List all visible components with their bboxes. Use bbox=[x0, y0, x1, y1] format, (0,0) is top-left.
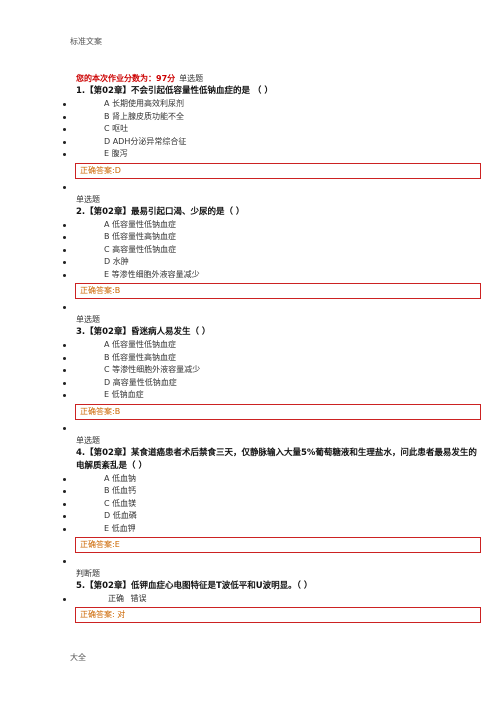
option-list: A 低容量性低钠血症 B 低容量性高钠血症 C 等渗性细胞外液容量减少 D 高容… bbox=[60, 339, 485, 402]
option-b[interactable]: B 低血钙 bbox=[60, 485, 485, 498]
option-b[interactable]: B 低容量性高钠血症 bbox=[60, 231, 485, 244]
page-footer: 大全 bbox=[70, 653, 86, 662]
page-header: 标准文案 bbox=[70, 37, 102, 46]
bullet-icon bbox=[63, 490, 66, 493]
list-separator bbox=[60, 183, 485, 193]
option-d[interactable]: D ADH分泌异常综合征 bbox=[60, 136, 485, 149]
option-list: A 长期使用高效利尿剂 B 肾上腺皮质功能不全 C 呕吐 D ADH分泌异常综合… bbox=[60, 98, 485, 161]
score-text: 您的本次作业分数为：97分 bbox=[76, 74, 176, 83]
answer-row: 正确答案:B bbox=[60, 281, 485, 303]
question-title: 4.【第02章】某食道癌患者术后禁食三天，仅静脉输入大量5%葡萄糖液和生理盐水，… bbox=[76, 447, 477, 471]
correct-answer-box: 正确答案:B bbox=[75, 283, 481, 299]
option-e[interactable]: E 低钠血症 bbox=[60, 389, 485, 402]
bullet-icon bbox=[63, 344, 66, 347]
question-title: 1.【第02章】不会引起低容量性低钠血症的是 （ ） bbox=[76, 86, 273, 96]
bullet-icon bbox=[63, 273, 66, 277]
bullet-icon bbox=[63, 140, 66, 144]
bullet-icon bbox=[63, 502, 66, 506]
bullet-icon bbox=[63, 598, 66, 601]
correct-answer-box: 正确答案:E bbox=[75, 537, 481, 553]
option-true[interactable]: 正确 bbox=[108, 594, 124, 603]
option-a[interactable]: A 低血钠 bbox=[60, 473, 485, 486]
bullet-icon bbox=[63, 560, 66, 563]
answer-row: 正确答案:B bbox=[60, 402, 485, 424]
answer-row: 正确答案:E bbox=[60, 535, 485, 557]
homework-content: 您的本次作业分数为：97分单选题 1.【第02章】不会引起低容量性低钠血症的是 … bbox=[60, 73, 485, 627]
question-type: 单选题 bbox=[76, 194, 100, 204]
bullet-icon bbox=[63, 356, 66, 360]
question-title: 2.【第02章】最易引起口渴、少尿的是（ ） bbox=[76, 206, 245, 217]
bullet-icon bbox=[63, 153, 66, 156]
question-type: 判断题 bbox=[76, 569, 100, 578]
option-list: A 低容量性低钠血症 B 低容量性高钠血症 C 高容量性低钠血症 D 水肿 E … bbox=[60, 219, 485, 282]
bullet-icon bbox=[63, 306, 66, 309]
option-e[interactable]: E 等渗性细胞外液容量减少 bbox=[60, 269, 485, 282]
correct-answer-box: 正确答案:B bbox=[75, 403, 481, 420]
option-a[interactable]: A 低容量性低钠血症 bbox=[60, 219, 485, 232]
option-false[interactable]: 错误 bbox=[130, 594, 147, 603]
bullet-icon bbox=[63, 369, 66, 372]
answer-row: 正确答案:D bbox=[60, 161, 485, 183]
bullet-icon bbox=[63, 236, 66, 239]
question-type: 单选题 bbox=[76, 435, 100, 445]
correct-answer-box: 正确答案:D bbox=[75, 162, 481, 179]
bullet-icon bbox=[63, 426, 66, 430]
option-c[interactable]: C 高容量性低钠血症 bbox=[60, 244, 485, 257]
bullet-icon bbox=[63, 527, 66, 531]
bullet-icon bbox=[63, 261, 66, 264]
option-d[interactable]: D 水肿 bbox=[60, 256, 485, 269]
bullet-icon bbox=[63, 477, 66, 481]
option-d[interactable]: D 低血磷 bbox=[60, 510, 485, 523]
bullet-icon bbox=[63, 185, 66, 189]
bullet-icon bbox=[63, 115, 66, 119]
list-separator bbox=[60, 424, 485, 434]
option-a[interactable]: A 长期使用高效利尿剂 bbox=[60, 98, 485, 111]
answer-row: 正确答案: 对 bbox=[60, 605, 485, 627]
option-a[interactable]: A 低容量性低钠血症 bbox=[60, 339, 485, 352]
list-separator bbox=[60, 557, 485, 567]
option-d[interactable]: D 高容量性低钠血症 bbox=[60, 377, 485, 390]
option-b[interactable]: B 肾上腺皮质功能不全 bbox=[60, 111, 485, 124]
question-title: 3.【第02章】昏迷病人易发生（ ） bbox=[76, 327, 211, 337]
option-c[interactable]: C 低血镁 bbox=[60, 498, 485, 511]
bullet-icon bbox=[63, 223, 66, 227]
bullet-icon bbox=[63, 248, 66, 252]
option-list: A 低血钠 B 低血钙 C 低血镁 D 低血磷 E 低血钾 bbox=[60, 473, 485, 536]
bullet-icon bbox=[63, 515, 66, 518]
correct-answer-box: 正确答案: 对 bbox=[75, 607, 481, 623]
option-e[interactable]: E 低血钾 bbox=[60, 523, 485, 536]
option-c[interactable]: C 等渗性细胞外液容量减少 bbox=[60, 364, 485, 377]
bullet-icon bbox=[63, 103, 66, 106]
question-type: 单选题 bbox=[179, 74, 204, 83]
option-e[interactable]: E 腹泻 bbox=[60, 148, 485, 161]
option-b[interactable]: B 低容量性高钠血症 bbox=[60, 352, 485, 365]
question-title: 5.【第02章】低钾血症心电图特征是T波低平和U波明显。（ ） bbox=[76, 581, 313, 591]
bullet-icon bbox=[63, 394, 66, 397]
question-type: 单选题 bbox=[76, 315, 100, 324]
list-separator bbox=[60, 303, 485, 313]
score-line: 您的本次作业分数为：97分单选题 bbox=[60, 73, 485, 85]
bullet-icon bbox=[63, 381, 66, 385]
option-c[interactable]: C 呕吐 bbox=[60, 123, 485, 136]
true-false-options: 正确 错误 bbox=[60, 593, 485, 605]
bullet-icon bbox=[63, 128, 66, 131]
